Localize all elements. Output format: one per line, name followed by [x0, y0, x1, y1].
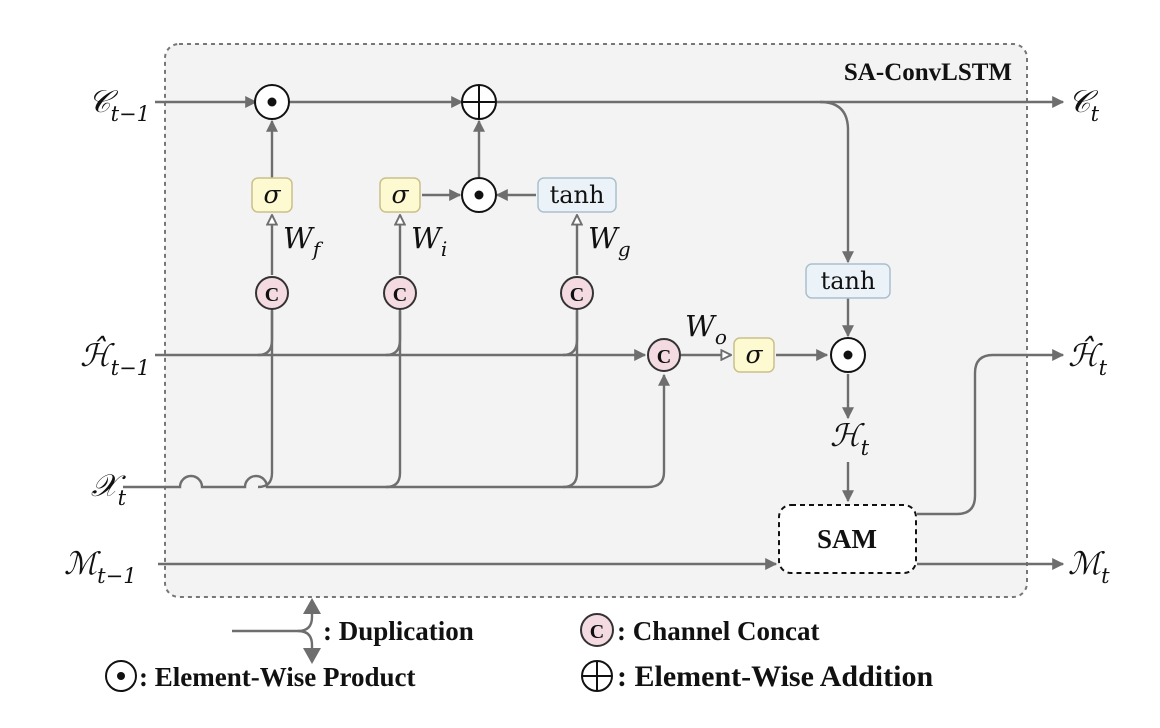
input-m-prev: ℳt−1	[64, 546, 137, 588]
output-h-hat: ℋ̂t	[1068, 335, 1108, 380]
sigma-forget-gate: σ	[251, 177, 293, 213]
svg-text:SAM: SAM	[817, 524, 877, 554]
legend-concat-label: : Channel Concat	[617, 616, 820, 646]
input-x: 𝒳t	[91, 468, 127, 510]
svg-text:σ: σ	[745, 340, 763, 369]
legend-product-symbol	[105, 660, 137, 692]
weight-i-label: Wi	[411, 221, 447, 261]
svg-text:C: C	[265, 284, 279, 306]
tanh-cell-output: tanh	[805, 263, 891, 299]
legend-addition-symbol	[581, 660, 613, 692]
concat-node-input: C	[383, 276, 417, 310]
svg-text:tanh: tanh	[550, 181, 605, 209]
product-node-forget	[254, 84, 290, 120]
legend-addition-label: : Element-Wise Addition	[617, 660, 933, 693]
svg-text:tanh: tanh	[821, 267, 876, 295]
weight-o-label: Wo	[685, 309, 727, 349]
svg-text:C: C	[393, 284, 407, 306]
input-h-prev: ℋ̂t−1	[80, 335, 150, 380]
svg-text:C: C	[590, 621, 604, 643]
sigma-output-gate: σ	[733, 337, 775, 373]
concat-node-output: C	[647, 338, 681, 372]
hidden-state-h: ℋt	[830, 418, 870, 460]
svg-text:σ: σ	[263, 180, 281, 209]
concat-node-candidate: C	[560, 276, 594, 310]
product-node-input	[461, 177, 497, 213]
sigma-input-gate: σ	[379, 177, 421, 213]
diagram-title: SA-ConvLSTM	[844, 59, 1012, 86]
legend-duplication-label: : Duplication	[323, 616, 474, 646]
svg-text:σ: σ	[391, 180, 409, 209]
svg-text:C: C	[657, 346, 671, 368]
sam-module: SAM	[778, 504, 917, 574]
connections	[123, 96, 1065, 570]
output-c: 𝒞t	[1068, 84, 1100, 126]
concat-node-forget: C	[255, 276, 289, 310]
product-node-output	[830, 337, 866, 373]
duplication-symbol	[232, 598, 321, 664]
legend-product-label: : Element-Wise Product	[139, 662, 415, 692]
legend: : Duplication C : Channel Concat : Eleme…	[105, 598, 933, 693]
output-m: ℳt	[1068, 546, 1110, 588]
weight-g-label: Wg	[588, 221, 631, 261]
legend-concat-symbol: C	[580, 613, 614, 647]
tanh-candidate: tanh	[537, 177, 617, 213]
svg-text:C: C	[570, 284, 584, 306]
addition-node-cell	[461, 84, 497, 120]
input-c-prev: 𝒞t−1	[88, 84, 150, 126]
